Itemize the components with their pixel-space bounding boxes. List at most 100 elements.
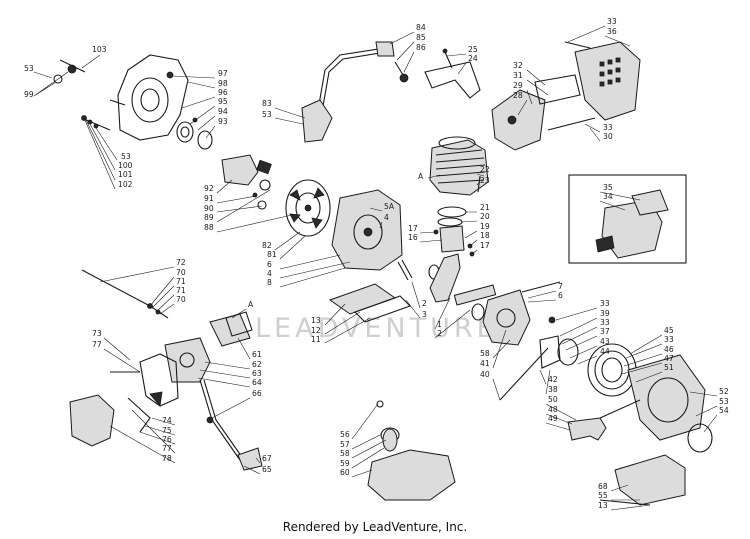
callout-label: 102 bbox=[118, 180, 133, 189]
callout-label: 53 bbox=[719, 397, 729, 406]
callout-label: 33 bbox=[603, 123, 613, 132]
callout-label: 54 bbox=[719, 406, 729, 415]
starter-cover-part bbox=[627, 354, 713, 453]
bearing-seal-part bbox=[176, 117, 213, 150]
callout-label: 23 bbox=[480, 176, 490, 185]
callout-label: 72 bbox=[176, 258, 186, 267]
callout-label: 61 bbox=[252, 350, 262, 359]
callout-label: 77 bbox=[162, 444, 172, 453]
callout-label: 57 bbox=[340, 440, 350, 449]
callout-label: 49 bbox=[548, 414, 558, 423]
callout-label: 33 bbox=[607, 17, 617, 26]
callout-label: 11 bbox=[311, 335, 321, 344]
callout-label: 45 bbox=[664, 326, 674, 335]
callout-label: 4 bbox=[384, 213, 389, 222]
callout-label: 96 bbox=[218, 88, 228, 97]
callout-label: 33 bbox=[600, 318, 610, 327]
callout-leader-lines bbox=[33, 25, 718, 511]
callout-label: 38 bbox=[548, 385, 558, 394]
piston-part bbox=[433, 206, 475, 257]
callout-label: 30 bbox=[603, 132, 613, 141]
callout-label: 31 bbox=[513, 71, 523, 80]
callout-label: A bbox=[418, 172, 424, 181]
callout-label: 86 bbox=[416, 43, 426, 52]
callout-label: 52 bbox=[719, 387, 729, 396]
callout-label: 29 bbox=[513, 81, 523, 90]
callout-label: 56 bbox=[340, 430, 350, 439]
callout-label: 36 bbox=[607, 27, 617, 36]
callout-label: 63 bbox=[252, 369, 262, 378]
callout-label: 68 bbox=[598, 482, 608, 491]
callout-label: 41 bbox=[480, 359, 490, 368]
callout-label: 17 bbox=[408, 224, 418, 233]
callout-label: 2 bbox=[437, 329, 442, 338]
fuel-line-part bbox=[301, 41, 409, 143]
fuel-tank-part bbox=[367, 400, 456, 501]
callout-label: 60 bbox=[340, 468, 350, 477]
callout-label: 95 bbox=[218, 97, 228, 106]
callout-label: 71 bbox=[176, 277, 186, 286]
inset-detail-part bbox=[568, 174, 687, 264]
callout-label: 66 bbox=[252, 389, 262, 398]
callout-label: 73 bbox=[92, 329, 102, 338]
callout-label: 90 bbox=[204, 204, 214, 213]
callout-label: 94 bbox=[218, 107, 228, 116]
air-filter-cover-part bbox=[69, 394, 115, 447]
callout-label: 70 bbox=[176, 268, 186, 277]
callout-label: 32 bbox=[513, 61, 523, 70]
flywheel-part bbox=[285, 179, 331, 237]
callout-label: 6 bbox=[267, 260, 272, 269]
starter-handle-part bbox=[567, 399, 641, 441]
callout-label: 89 bbox=[204, 213, 214, 222]
nut-washer-part bbox=[53, 59, 86, 84]
callout-label: 17 bbox=[480, 241, 490, 250]
callout-label: 77 bbox=[92, 340, 102, 349]
callout-label: 43 bbox=[600, 337, 610, 346]
callout-label: 101 bbox=[118, 170, 133, 179]
callout-label: 51 bbox=[664, 363, 674, 372]
callout-label: 25 bbox=[468, 45, 478, 54]
callout-label: 28 bbox=[513, 91, 523, 100]
callout-label: 53 bbox=[121, 152, 131, 161]
carburetor-part bbox=[164, 311, 253, 383]
callout-label: 4 bbox=[267, 269, 272, 278]
callout-label: 16 bbox=[408, 233, 418, 242]
callout-label: 1 bbox=[437, 320, 442, 329]
callout-label: 40 bbox=[480, 370, 490, 379]
fuel-hose-part bbox=[199, 379, 263, 471]
callout-label: 84 bbox=[416, 23, 426, 32]
callout-label: 34 bbox=[603, 192, 613, 201]
callout-label: 24 bbox=[468, 54, 478, 63]
crankcase-cover-part bbox=[109, 54, 189, 141]
callout-label: 53 bbox=[24, 64, 34, 73]
callout-label: 83 bbox=[262, 99, 272, 108]
callout-label: 13 bbox=[598, 501, 608, 510]
callout-label: 44 bbox=[600, 347, 610, 356]
callout-label: 50 bbox=[548, 395, 558, 404]
air-filter-base-part bbox=[110, 353, 179, 407]
callout-label: 42 bbox=[548, 375, 558, 384]
callout-label: 71 bbox=[176, 286, 186, 295]
callout-label: 58 bbox=[480, 349, 490, 358]
callout-label: 75 bbox=[162, 426, 172, 435]
callout-label: 99 bbox=[24, 90, 34, 99]
callout-label: 100 bbox=[118, 161, 133, 170]
callout-label: 76 bbox=[162, 435, 172, 444]
callout-label: 67 bbox=[262, 454, 272, 463]
cylinder-part bbox=[429, 136, 489, 196]
callout-label: 74 bbox=[162, 416, 172, 425]
callout-label: 12 bbox=[311, 326, 321, 335]
muffler-part bbox=[491, 74, 596, 151]
choke-lever-part bbox=[127, 391, 163, 433]
callout-label: 8 bbox=[267, 278, 272, 287]
starter-housing-part bbox=[482, 281, 561, 346]
callout-label: 13 bbox=[311, 316, 321, 325]
skid-plate-part bbox=[599, 454, 686, 506]
ignition-module-part bbox=[221, 154, 272, 186]
callout-label: 98 bbox=[218, 79, 228, 88]
callout-label: 92 bbox=[204, 184, 214, 193]
callout-label: 70 bbox=[176, 295, 186, 304]
callout-label: 78 bbox=[162, 454, 172, 463]
callout-label: 33 bbox=[600, 299, 610, 308]
callout-label: 2 bbox=[422, 299, 427, 308]
